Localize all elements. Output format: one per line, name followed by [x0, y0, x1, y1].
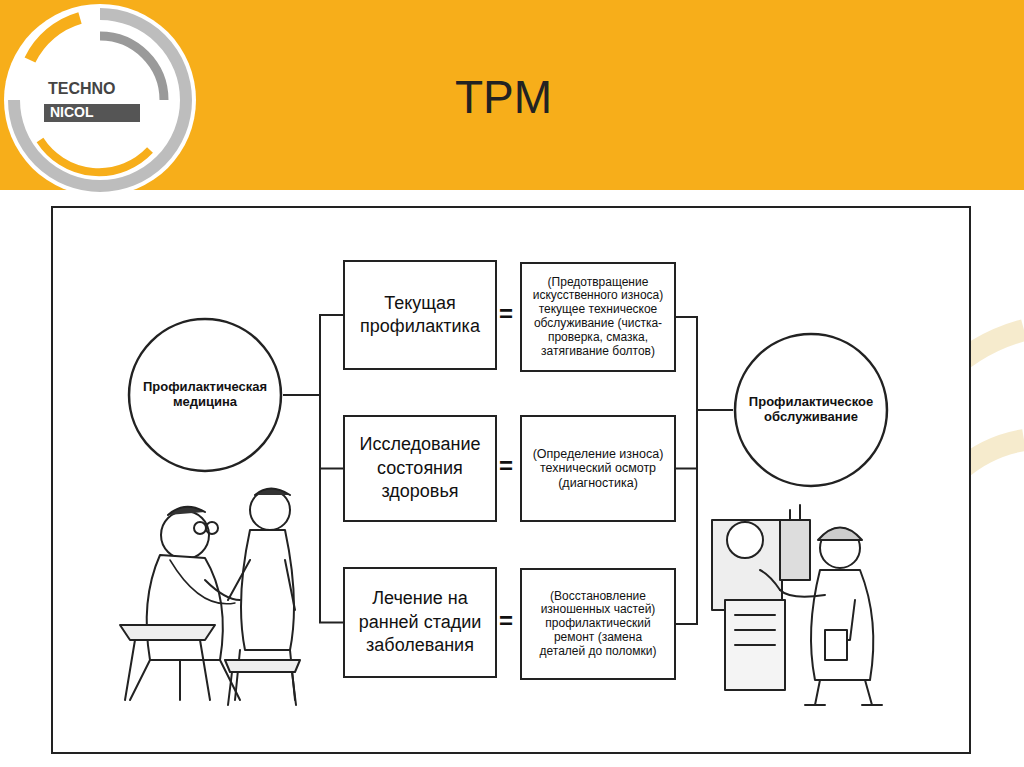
slide-title: TPM [455, 70, 552, 124]
concept-circle: Профилактическая медицина [127, 317, 283, 473]
connector-line [676, 410, 733, 624]
connector-line [283, 395, 343, 469]
process-box: Лечение на ранней стадии заболевания [343, 567, 497, 678]
equals-sign: = [499, 607, 513, 635]
equals-sign: = [499, 452, 513, 480]
box-text: Исследование состояния здоровья [353, 433, 487, 503]
circle-label: Профилактическая медицина [137, 380, 273, 410]
box-text: (Восстановление изношенных частей) профи… [530, 590, 666, 659]
process-box: (Определение износа) технический осмотр … [520, 415, 676, 522]
concept-circle: Профилактическое обслуживание [733, 332, 889, 488]
circle-label: Профилактическое обслуживание [743, 395, 879, 425]
doctor-patient-cartoon [120, 489, 300, 706]
box-text: (Определение износа) технический осмотр … [530, 447, 666, 490]
logo-text: NICOL [50, 104, 94, 120]
process-box: (Предотвращение искусственного износа) т… [520, 262, 676, 372]
process-box: Исследование состояния здоровья [343, 415, 497, 522]
connector-line [676, 317, 733, 410]
circle-shape [129, 319, 281, 471]
logo-text: TECHNO [48, 80, 116, 98]
box-text: Лечение на ранней стадии заболевания [353, 587, 487, 657]
connector-line [283, 395, 343, 623]
circle-shape [735, 334, 887, 486]
connector-line [676, 410, 733, 469]
process-box: Текущая профилактика [343, 260, 497, 370]
logo-emblem [4, 4, 196, 196]
connector-line [283, 315, 343, 395]
equals-sign: = [499, 300, 513, 328]
worker-machine-cartoon [712, 505, 882, 705]
box-text: (Предотвращение искусственного износа) т… [530, 276, 666, 359]
box-text: Текущая профилактика [353, 292, 487, 339]
frame [52, 207, 970, 753]
process-box: (Восстановление изношенных частей) профи… [520, 568, 676, 680]
